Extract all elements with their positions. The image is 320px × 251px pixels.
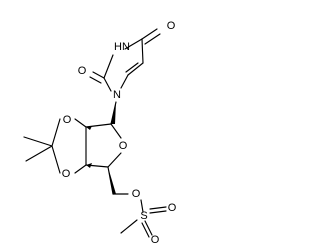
wedge-c4prime bbox=[108, 167, 116, 194]
bond-o-cacetal-upper bbox=[51, 118, 61, 147]
atom-labels: HN O O N O O O O S O O bbox=[62, 20, 177, 246]
bond-c1prime-ring-o bbox=[110, 123, 122, 139]
wedge-c3prime bbox=[86, 163, 92, 168]
molecule-structure: HN O O N O O O O S O O bbox=[23, 20, 177, 246]
bond-c3prime-o bbox=[74, 164, 87, 174]
bond-c2prime-o bbox=[74, 118, 87, 128]
wedge-c2prime bbox=[86, 126, 92, 130]
bond-c2-o bbox=[92, 71, 105, 79]
label-furanose-o: O bbox=[119, 140, 128, 152]
bond-s-o-right-double bbox=[149, 210, 167, 214]
label-dioxolane-o-upper: O bbox=[63, 114, 72, 126]
label-carbonyl-o-top: O bbox=[167, 20, 176, 32]
bond-c5-c6 bbox=[127, 62, 144, 76]
bond-s-o-bottom bbox=[141, 222, 150, 238]
bond-c5-c6-double bbox=[125, 62, 139, 73]
label-sulfur: S bbox=[140, 210, 147, 222]
bond-s-o-right bbox=[149, 206, 167, 210]
bond-c2-o-double bbox=[89, 76, 102, 84]
bond-c6-n1 bbox=[120, 74, 129, 89]
wedge-c1prime bbox=[111, 102, 116, 124]
bond-s-methyl bbox=[120, 219, 138, 234]
sugar-framework bbox=[23, 101, 167, 238]
uracil-ring bbox=[89, 28, 161, 92]
bond-o-s bbox=[140, 199, 144, 213]
bond-ring-o-c4prime bbox=[107, 152, 122, 168]
bond-s-o-bottom-double bbox=[144, 220, 153, 236]
bond-c4-o-double bbox=[144, 33, 161, 45]
label-n1: N bbox=[113, 89, 121, 101]
label-carbonyl-o-left: O bbox=[78, 65, 87, 77]
bond-c4-c5 bbox=[141, 38, 144, 64]
stereo-bonds bbox=[86, 102, 116, 194]
bond-c4-o bbox=[141, 28, 158, 40]
label-sulfonyl-o-right: O bbox=[168, 202, 177, 214]
bond-cacetal-methyl-down bbox=[25, 145, 53, 162]
label-dioxolane-o-lower: O bbox=[62, 168, 71, 180]
label-sulfonyl-o-bottom: O bbox=[151, 234, 160, 246]
bond-cacetal-methyl-up bbox=[23, 136, 53, 147]
label-nh: HN bbox=[114, 41, 130, 53]
bond-o-cacetal-lower bbox=[51, 145, 61, 174]
label-ester-o: O bbox=[132, 188, 141, 200]
bond-n3-c4 bbox=[124, 38, 143, 50]
bond-c2-n3 bbox=[103, 54, 114, 79]
bond-n1-c2 bbox=[103, 77, 112, 92]
